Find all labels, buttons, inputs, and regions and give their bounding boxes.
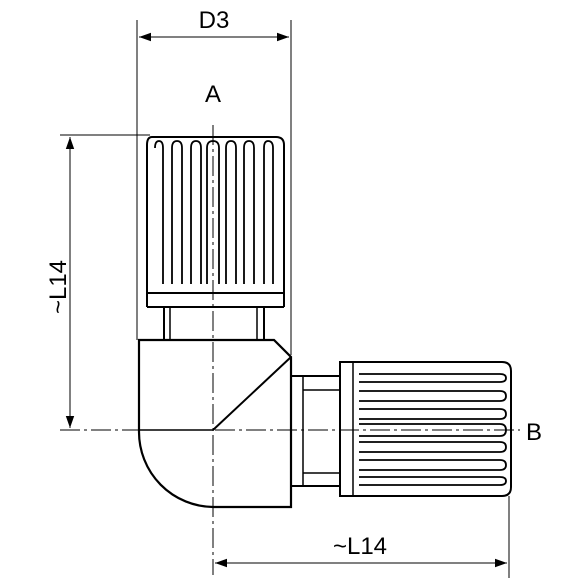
dimension-l14-horizontal: ~L14 bbox=[215, 496, 510, 578]
port-b-label: B bbox=[526, 419, 542, 446]
nut-top-ribs bbox=[154, 140, 274, 284]
nut-right-rib bbox=[359, 423, 507, 437]
nut-top-rib bbox=[263, 140, 274, 284]
tube-stub-right bbox=[291, 375, 340, 487]
nut-top-rib bbox=[206, 140, 220, 284]
nut-top-rib bbox=[154, 140, 164, 284]
d3-label: D3 bbox=[199, 7, 230, 34]
l14-vertical-label: ~L14 bbox=[45, 260, 72, 314]
nut-right-rib bbox=[359, 441, 507, 453]
knurled-nut-top bbox=[146, 136, 285, 308]
knurled-nut-right bbox=[339, 361, 512, 497]
elbow-body-outline bbox=[137, 338, 293, 509]
nut-right-ribs bbox=[359, 373, 507, 486]
nut-right-rib bbox=[359, 390, 507, 402]
dimension-d3: D3 bbox=[136, 7, 292, 355]
nut-top-rib bbox=[225, 140, 237, 284]
nut-right-outline bbox=[339, 361, 512, 497]
elbow-miter-line bbox=[212, 356, 292, 431]
elbow-body bbox=[137, 338, 293, 509]
nut-right-rib bbox=[359, 459, 507, 471]
nut-right-rib bbox=[359, 476, 507, 486]
nut-top-rib bbox=[171, 140, 183, 284]
port-a-label: A bbox=[205, 81, 221, 108]
nut-right-rib bbox=[359, 408, 507, 420]
nut-top-rib bbox=[190, 140, 202, 284]
tube-stub-top bbox=[163, 307, 265, 340]
nut-right-rib bbox=[359, 373, 507, 383]
nut-top-rib bbox=[243, 140, 255, 284]
l14-horizontal-label: ~L14 bbox=[333, 533, 387, 560]
dimension-l14-vertical: ~L14 bbox=[45, 134, 150, 428]
